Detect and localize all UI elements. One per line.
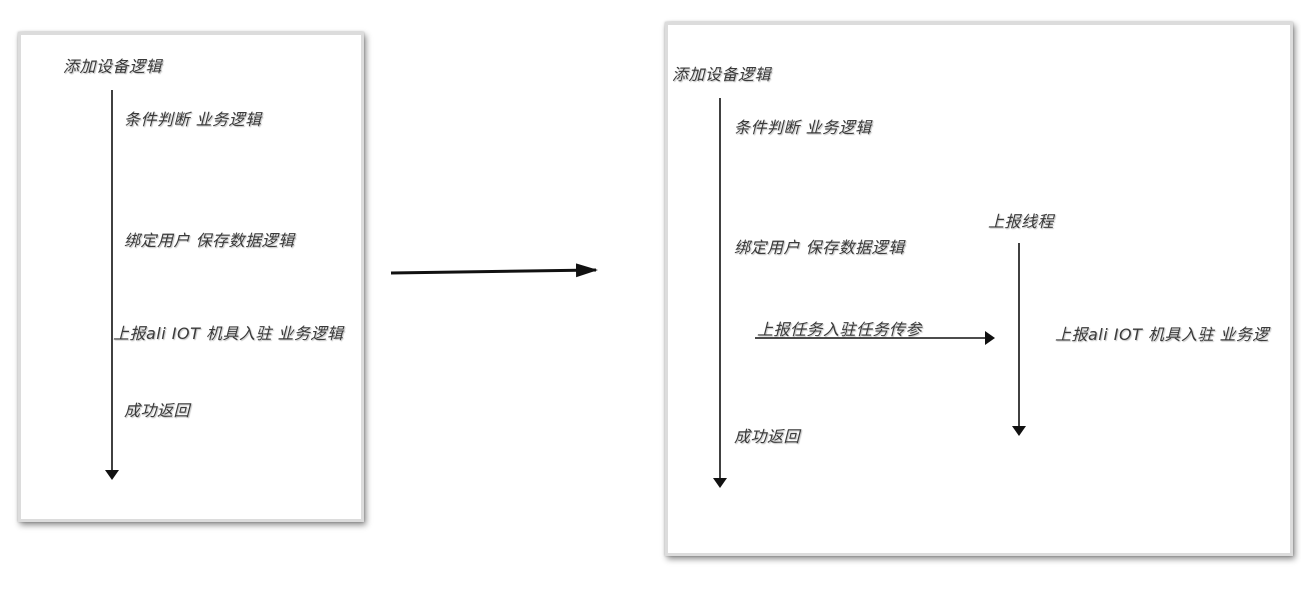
left-step-success: 成功返回 bbox=[124, 401, 191, 420]
left-step-report: 上报ali IOT 机具入驻 业务逻辑 bbox=[113, 324, 344, 343]
right-step-task: 上报任务入驻任务传参 bbox=[757, 320, 923, 339]
left-title: 添加设备逻辑 bbox=[63, 57, 163, 76]
thread-step-report: 上报ali IOT 机具入驻 业务逻 bbox=[1055, 325, 1270, 344]
transition-arrow bbox=[390, 263, 598, 278]
left-step-bind: 绑定用户 保存数据逻辑 bbox=[124, 231, 295, 250]
right-step-success: 成功返回 bbox=[734, 427, 801, 446]
left-step-condition: 条件判断 业务逻辑 bbox=[124, 110, 262, 129]
right-step-bind: 绑定用户 保存数据逻辑 bbox=[734, 238, 905, 257]
right-title: 添加设备逻辑 bbox=[672, 65, 772, 84]
thread-title: 上报线程 bbox=[988, 212, 1055, 231]
right-step-condition: 条件判断 业务逻辑 bbox=[734, 118, 872, 137]
right-flow-panel bbox=[665, 22, 1293, 556]
left-flow-panel bbox=[18, 32, 364, 522]
